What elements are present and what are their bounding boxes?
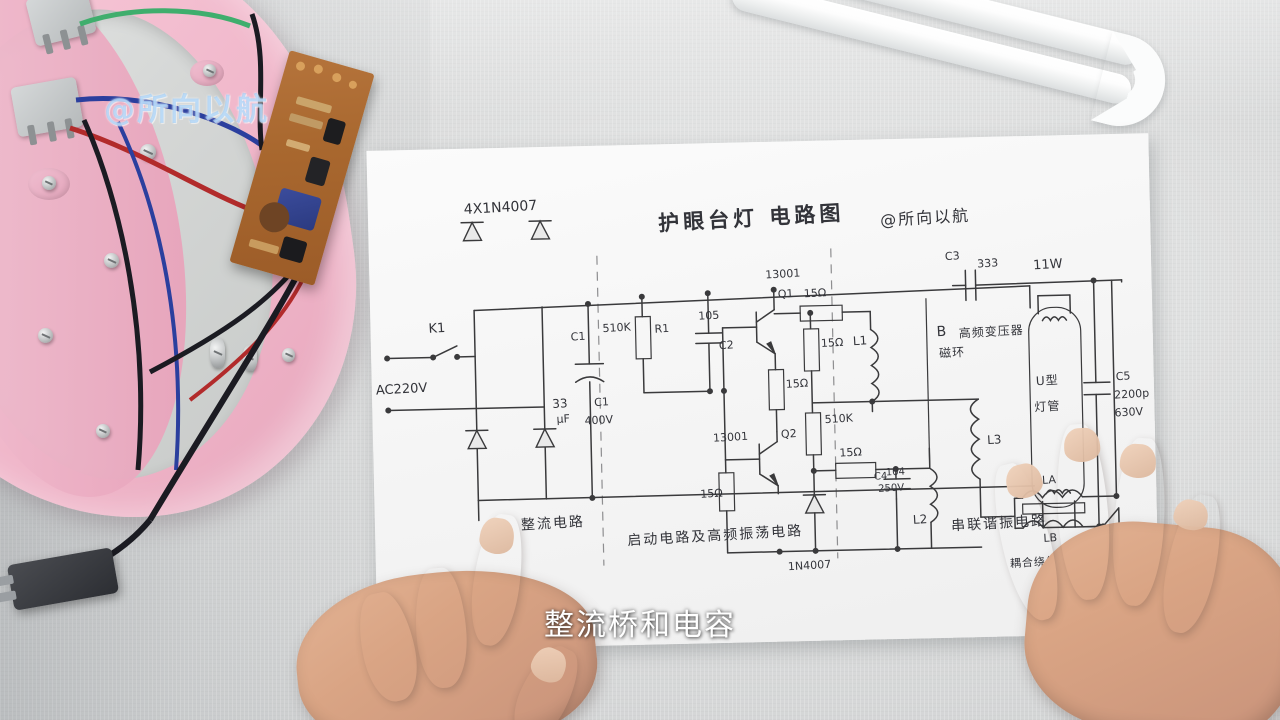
label-r-510k: 510K	[824, 411, 854, 427]
screw-housing-4	[104, 253, 119, 268]
label-ac-source: AC220V	[375, 380, 428, 399]
label-c3-ref: C3	[944, 249, 961, 264]
subtitle-text: 整流桥和电容	[544, 608, 736, 643]
label-lamp-name-1: U型	[1035, 372, 1060, 389]
label-c1-voltage: 400V	[584, 412, 614, 428]
pcb-capacitor-black	[278, 235, 308, 264]
label-r-bottom-15: 15Ω	[839, 445, 863, 460]
label-q1-ref: Q1	[777, 287, 794, 301]
pcb-resistor-2	[288, 112, 324, 130]
screw-housing-6	[96, 424, 110, 438]
label-c4-value: 104	[885, 466, 906, 479]
label-transformer-ref: B	[936, 323, 947, 341]
label-l1: L1	[852, 333, 868, 349]
resting-hand	[980, 406, 1280, 720]
circuit-schematic	[384, 219, 1123, 566]
label-c1-value: 33	[551, 396, 568, 412]
screw-housing-2	[42, 176, 56, 190]
label-c3-value: 333	[976, 256, 999, 271]
label-switch-k1: K1	[428, 320, 446, 337]
label-c2-ref: C2	[718, 338, 734, 353]
label-r1-ref: R1	[654, 321, 670, 336]
pcb-resistor-3	[248, 238, 280, 255]
label-q2-ref: Q2	[780, 426, 797, 441]
label-r-q1-emitter: 15Ω	[785, 376, 809, 391]
pcb-transistor-2	[304, 156, 331, 187]
screw-housing-1	[203, 64, 216, 77]
label-transformer-core: 磁环	[938, 344, 966, 361]
label-r-mid-15: 15Ω	[820, 335, 844, 351]
screw-housing-5	[38, 328, 53, 343]
label-c5-value: 2200p	[1113, 386, 1150, 402]
pcb-resistor-1	[295, 96, 333, 114]
channel-watermark: @所向以航	[104, 92, 269, 128]
schematic-paper: 护眼台灯 电路图 @所向以航 4X1N4007 AC220V K1 C1 33 …	[366, 133, 1160, 651]
label-lamp-power: 11W	[1032, 256, 1064, 274]
label-q2-type: 13001	[712, 429, 749, 445]
bridge-diode-d2	[528, 219, 552, 240]
screw-loose-1	[210, 338, 225, 368]
pcb-transistor-1	[322, 117, 347, 146]
label-r-top-15: 15Ω	[803, 286, 827, 301]
label-c5-ref: C5	[1115, 369, 1131, 384]
label-c1-unit: μF	[556, 412, 571, 426]
label-q1-type: 13001	[764, 266, 801, 282]
label-diode-1n4007: 1N4007	[787, 557, 832, 574]
bridge-diode-d4	[533, 427, 557, 448]
screw-loose-3	[282, 348, 295, 362]
label-c1-ref: C1	[593, 395, 610, 410]
label-c1-ref-top: C1	[570, 329, 586, 344]
right-ring-nail	[1118, 442, 1158, 480]
pcb-diode-1	[285, 138, 311, 153]
bridge-diode-d1	[460, 220, 484, 242]
bridge-diode-d3	[465, 428, 489, 450]
label-r1-value: 510K	[602, 320, 632, 336]
label-c2-value: 105	[697, 308, 720, 323]
label-c4-voltage: 250V	[877, 482, 905, 495]
label-l2: L2	[912, 512, 928, 527]
